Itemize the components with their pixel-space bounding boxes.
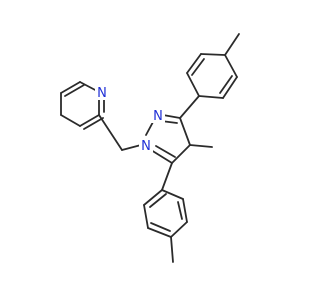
bond xyxy=(224,54,238,78)
bond xyxy=(121,144,142,151)
bond xyxy=(170,236,174,263)
bond xyxy=(143,204,149,229)
bond xyxy=(83,117,104,130)
bond xyxy=(200,53,226,56)
pyridine-nitrogen-label: N xyxy=(97,86,107,101)
atom-bg xyxy=(95,84,109,100)
bond xyxy=(161,162,173,191)
atom-bg xyxy=(139,137,153,153)
bond xyxy=(60,114,81,127)
bond xyxy=(147,227,172,238)
bond xyxy=(222,76,238,99)
bond xyxy=(179,117,191,146)
molecule-structure: N N N xyxy=(60,33,240,263)
bond xyxy=(170,221,188,238)
bond xyxy=(171,144,191,164)
bond xyxy=(179,95,200,119)
bond xyxy=(79,114,100,127)
bond xyxy=(219,75,233,94)
bond xyxy=(64,84,85,97)
bond xyxy=(182,198,188,223)
bond xyxy=(143,189,163,206)
atom-labels: N N N xyxy=(95,84,165,154)
bond xyxy=(191,58,205,76)
bond xyxy=(186,53,202,74)
bond xyxy=(186,72,200,97)
bond xyxy=(155,145,176,158)
bond xyxy=(224,33,240,56)
pyrazole-n2-label: N xyxy=(153,109,163,124)
bond xyxy=(149,193,167,208)
bond xyxy=(161,189,184,200)
bond xyxy=(177,201,183,220)
bond xyxy=(198,95,224,99)
bond xyxy=(60,81,81,94)
bonds xyxy=(60,33,240,263)
bond xyxy=(150,222,171,232)
bond xyxy=(189,144,213,148)
atom-bg xyxy=(151,107,165,123)
bond xyxy=(98,114,123,151)
bond xyxy=(145,121,154,136)
bond xyxy=(162,114,181,119)
pyrazole-n1-label: N xyxy=(141,139,151,154)
bond xyxy=(150,149,173,164)
